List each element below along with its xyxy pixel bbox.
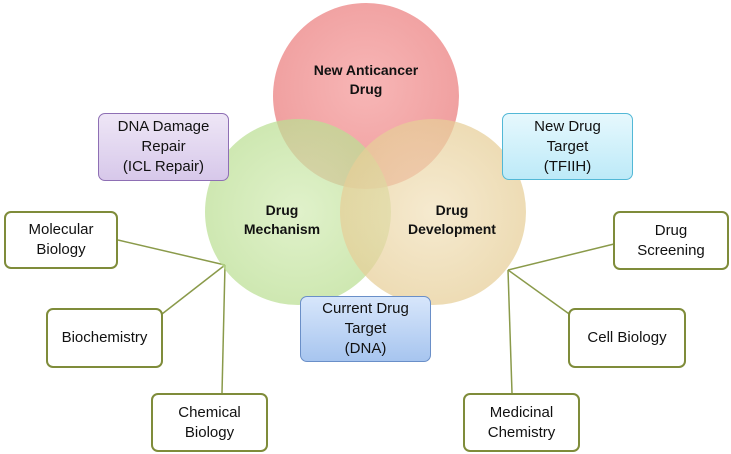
- field-drug-screening: Drug Screening: [613, 211, 729, 270]
- circle-label-left: Drug Mechanism: [243, 202, 321, 237]
- circle-label-right: Drug Development: [408, 202, 496, 237]
- connector-drug-screening: [507, 243, 615, 271]
- connector-lines: [117, 239, 615, 394]
- field-biochemistry: Biochemistry: [46, 308, 163, 368]
- connector-medicinal-chemistry: [507, 269, 513, 394]
- field-cell-biology: Cell Biology: [568, 308, 686, 368]
- field-medicinal-chemistry: Medicinal Chemistry: [463, 393, 580, 452]
- connector-molecular-biology: [117, 239, 226, 266]
- connector-biochemistry: [161, 264, 226, 315]
- field-chemical-biology: Chemical Biology: [151, 393, 268, 452]
- field-molecular-biology: Molecular Biology: [4, 211, 118, 269]
- circle-drug-mechanism: [205, 119, 391, 305]
- circle-label-top: New Anticancer Drug: [313, 62, 419, 97]
- connector-chemical-biology: [221, 264, 226, 394]
- circle-drug-development: [340, 119, 526, 305]
- connector-cell-biology: [507, 269, 573, 317]
- callout-dna-damage-repair: DNA Damage Repair (ICL Repair): [98, 113, 229, 181]
- callout-current-drug-target: Current Drug Target (DNA): [300, 296, 431, 362]
- callout-new-drug-target: New Drug Target (TFIIH): [502, 113, 633, 180]
